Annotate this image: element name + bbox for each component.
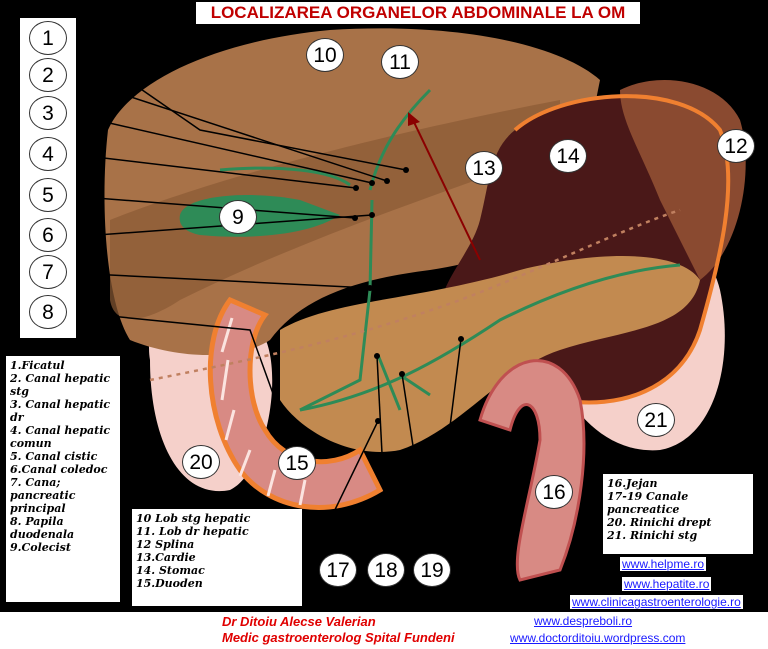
link-doctorditoiu[interactable]: www.doctorditoiu.wordpress.com [508, 631, 688, 645]
legend-item: 11. Lob dr hepatic [136, 525, 249, 538]
callout-3: 3 [29, 96, 67, 130]
callout-6: 6 [29, 218, 67, 252]
legend-item: 14. Stomac [136, 564, 205, 577]
legend-item: 17-19 Canale pancreatice [607, 490, 693, 516]
page-title: LOCALIZAREA ORGANELOR ABDOMINALE LA OM [196, 2, 640, 24]
legend-item: 3. Canal hepatic dr [10, 398, 114, 424]
callout-10: 10 [306, 38, 344, 72]
author-name: Dr Ditoiu Alecse Valerian [222, 614, 376, 629]
legend-item: 12 Splina [136, 538, 195, 551]
legend-item: 13.Cardie [136, 551, 196, 564]
callout-18: 18 [367, 553, 405, 587]
legend-item: 6.Canal coledoc [10, 463, 108, 476]
legend-item: 8. Papila duodenala [10, 515, 75, 541]
callout-12: 12 [717, 129, 755, 163]
spleen-shape [620, 80, 746, 280]
legend-item: 5. Canal cistic [10, 450, 98, 463]
callout-14: 14 [549, 139, 587, 173]
footer: Dr Ditoiu Alecse Valerian Medic gastroen… [0, 612, 768, 649]
callout-2: 2 [29, 58, 67, 92]
pancreas-shape [280, 256, 700, 452]
author-role: Medic gastroenterolog Spital Fundeni [222, 630, 455, 645]
legend-item: 2. Canal hepatic stg [10, 372, 114, 398]
legend-item: 9.Colecist [10, 541, 71, 554]
legend-item: 16.Jejan [607, 477, 658, 490]
liver-lobe-shade [110, 100, 560, 319]
legend-item: 4. Canal hepatic comun [10, 424, 114, 450]
link-helpme[interactable]: www.helpme.ro [620, 557, 707, 571]
legend-right: 16.Jejan 17-19 Canale pancreatice 20. Ri… [603, 474, 753, 554]
legend-item: 20. Rinichi drept [607, 516, 712, 529]
callout-5: 5 [29, 178, 67, 212]
callout-16: 16 [535, 475, 573, 509]
callout-13: 13 [465, 151, 503, 185]
legend-item: 10 Lob stg hepatic [136, 512, 251, 525]
link-hepatite[interactable]: www.hepatite.ro [622, 577, 712, 591]
callout-15: 15 [278, 446, 316, 480]
callout-20: 20 [182, 445, 220, 479]
legend-item: 1.Ficatul [10, 359, 65, 372]
link-despreboli[interactable]: www.despreboli.ro [532, 614, 635, 628]
legend-item: 7. Cana; pancreatic principal [10, 476, 80, 515]
duodenum-shape [207, 296, 384, 510]
callout-4: 4 [29, 137, 67, 171]
callout-7: 7 [29, 255, 67, 289]
legend-left: 1.Ficatul 2. Canal hepatic stg 3. Canal … [6, 356, 120, 602]
jejunum-shape [478, 359, 586, 582]
link-clinica[interactable]: www.clinicagastroenterologie.ro [570, 595, 743, 609]
callout-19: 19 [413, 553, 451, 587]
callout-21: 21 [637, 403, 675, 437]
callout-17: 17 [319, 553, 357, 587]
legend-middle: 10 Lob stg hepatic 11. Lob dr hepatic 12… [132, 509, 302, 606]
legend-item: 21. Rinichi stg [607, 529, 698, 542]
callout-11: 11 [381, 45, 419, 79]
callout-9: 9 [219, 200, 257, 234]
callout-1: 1 [29, 21, 67, 55]
legend-item: 15.Duoden [136, 577, 203, 590]
callout-8: 8 [29, 295, 67, 329]
